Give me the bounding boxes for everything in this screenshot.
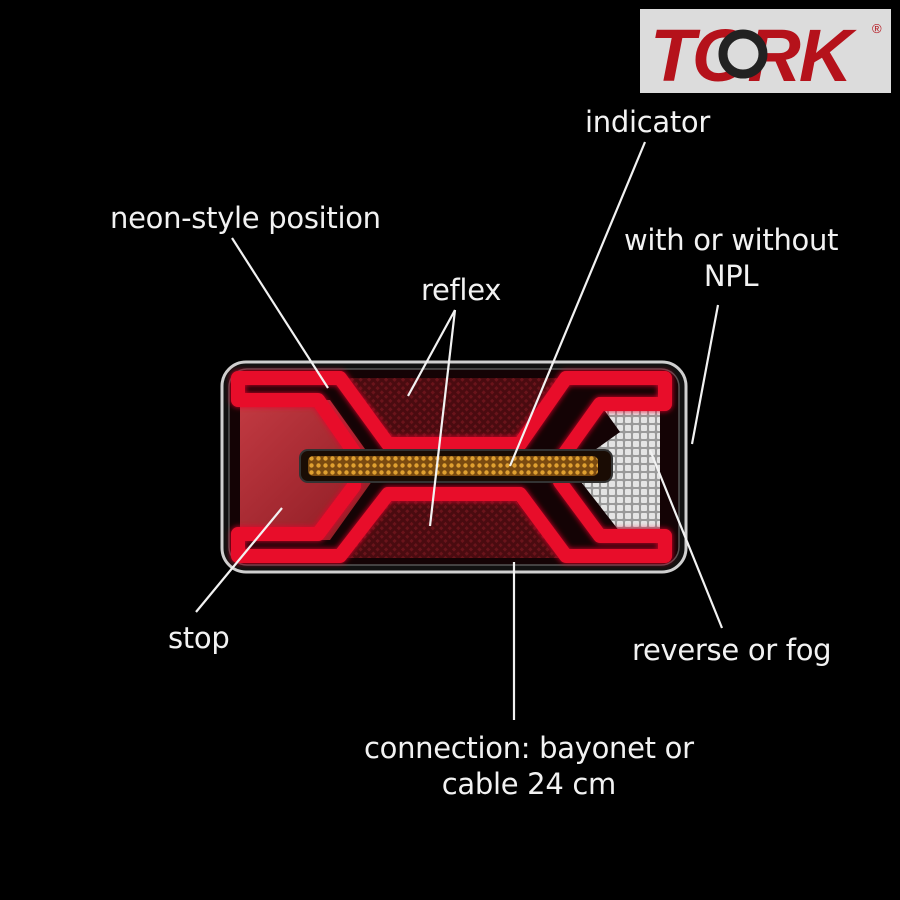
label-indicator: indicator — [585, 105, 710, 139]
leader-neon-position — [231, 237, 329, 389]
label-reflex: reflex — [421, 273, 502, 307]
label-connection: connection: bayonet or cable 24 cm — [364, 731, 694, 801]
reflex-lower — [345, 500, 560, 558]
registered-mark: ® — [872, 21, 882, 36]
brand-logo: TORK ® — [640, 9, 891, 93]
label-npl: with or without NPL — [624, 223, 839, 293]
leader-reflex-lower — [428, 309, 457, 527]
leader-reflex-upper — [407, 309, 456, 397]
reflex-upper — [345, 378, 560, 442]
label-reverse-fog: reverse or fog — [632, 633, 832, 667]
label-neon-position: neon-style position — [110, 201, 381, 235]
leader-npl — [690, 304, 720, 445]
leader-stop — [195, 507, 283, 613]
leader-indicator — [508, 141, 647, 467]
reverse-fog-section — [578, 404, 660, 532]
logo-ring-icon — [718, 29, 768, 79]
leader-reverse-fog — [648, 449, 724, 629]
neon-position-light — [231, 371, 672, 563]
label-stop: stop — [168, 621, 230, 655]
